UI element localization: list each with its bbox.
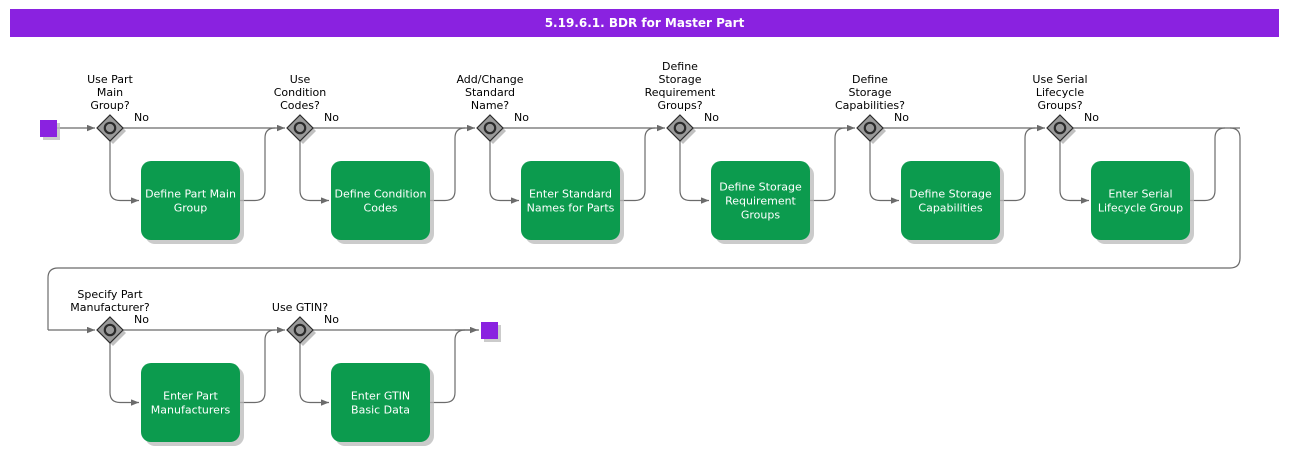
gateway-part-main-group-inclusive-marker xyxy=(103,121,117,135)
task-gtin-box xyxy=(331,363,430,442)
task-part-main-group-box xyxy=(141,161,240,240)
gateway-label-gtin: Use GTIN? xyxy=(272,301,328,314)
task-standard-name-box xyxy=(521,161,620,240)
gateway-gtin-inclusive-marker xyxy=(293,323,307,337)
task-storage-capabilities-box xyxy=(901,161,1000,240)
task-out-path-gtin xyxy=(430,329,466,404)
yes-path-in-serial-lifecycle-groups xyxy=(1059,141,1089,204)
edge-label-no-storage-requirement-groups: No xyxy=(704,111,719,124)
wrap-connector-row1-to-row2 xyxy=(47,127,1241,330)
gateway-serial-lifecycle-groups-inclusive-marker xyxy=(1053,121,1067,135)
task-out-path-standard-name xyxy=(620,127,656,202)
yes-path-in-part-manufacturer xyxy=(109,343,139,406)
gateway-standard-name-inclusive-marker xyxy=(483,121,497,135)
edge-label-no-gtin: No xyxy=(324,313,339,326)
yes-path-in-storage-requirement-groups xyxy=(679,141,709,204)
gateway-condition-codes-inclusive-marker xyxy=(293,121,307,135)
yes-path-in-standard-name xyxy=(489,141,519,204)
edge-label-no-storage-capabilities: No xyxy=(894,111,909,124)
gateway-standard-name[interactable] xyxy=(476,114,506,144)
yes-path-in-storage-capabilities xyxy=(869,141,899,204)
connectors-layer xyxy=(47,124,1241,406)
gateway-part-main-group[interactable] xyxy=(96,114,126,144)
task-out-path-part-manufacturer xyxy=(240,329,276,404)
task-out-path-storage-requirement-groups xyxy=(810,127,846,202)
end-event xyxy=(481,322,498,339)
edge-label-no-serial-lifecycle-groups: No xyxy=(1084,111,1099,124)
task-serial-lifecycle-groups-box xyxy=(1091,161,1190,240)
gateway-part-manufacturer-inclusive-marker xyxy=(103,323,117,337)
task-out-path-condition-codes xyxy=(430,127,466,202)
task-out-path-storage-capabilities xyxy=(1000,127,1036,202)
gateway-gtin[interactable] xyxy=(286,316,316,346)
task-out-path-part-main-group xyxy=(240,127,276,202)
gateway-storage-capabilities-inclusive-marker xyxy=(863,121,877,135)
edge-label-no-part-manufacturer: No xyxy=(134,313,149,326)
gateway-part-manufacturer[interactable] xyxy=(96,316,126,346)
gateway-condition-codes[interactable] xyxy=(286,114,316,144)
gateway-storage-requirement-groups[interactable] xyxy=(666,114,696,144)
edge-label-no-condition-codes: No xyxy=(324,111,339,124)
title-bar: 5.19.6.1. BDR for Master Part xyxy=(10,9,1279,37)
yes-path-in-condition-codes xyxy=(299,141,329,204)
edge-label-no-standard-name: No xyxy=(514,111,529,124)
task-part-manufacturer-box xyxy=(141,363,240,442)
edge-label-no-part-main-group: No xyxy=(134,111,149,124)
gateway-storage-requirement-groups-inclusive-marker xyxy=(673,121,687,135)
task-condition-codes-box xyxy=(331,161,430,240)
task-storage-requirement-groups-box xyxy=(711,161,810,240)
page-title: 5.19.6.1. BDR for Master Part xyxy=(544,16,745,30)
yes-path-in-part-main-group xyxy=(109,141,139,204)
task-out-path-serial-lifecycle-groups xyxy=(1190,127,1226,202)
gateway-serial-lifecycle-groups[interactable] xyxy=(1046,114,1076,144)
gateway-storage-capabilities[interactable] xyxy=(856,114,886,144)
start-event xyxy=(40,120,57,137)
yes-path-in-gtin xyxy=(299,343,329,406)
